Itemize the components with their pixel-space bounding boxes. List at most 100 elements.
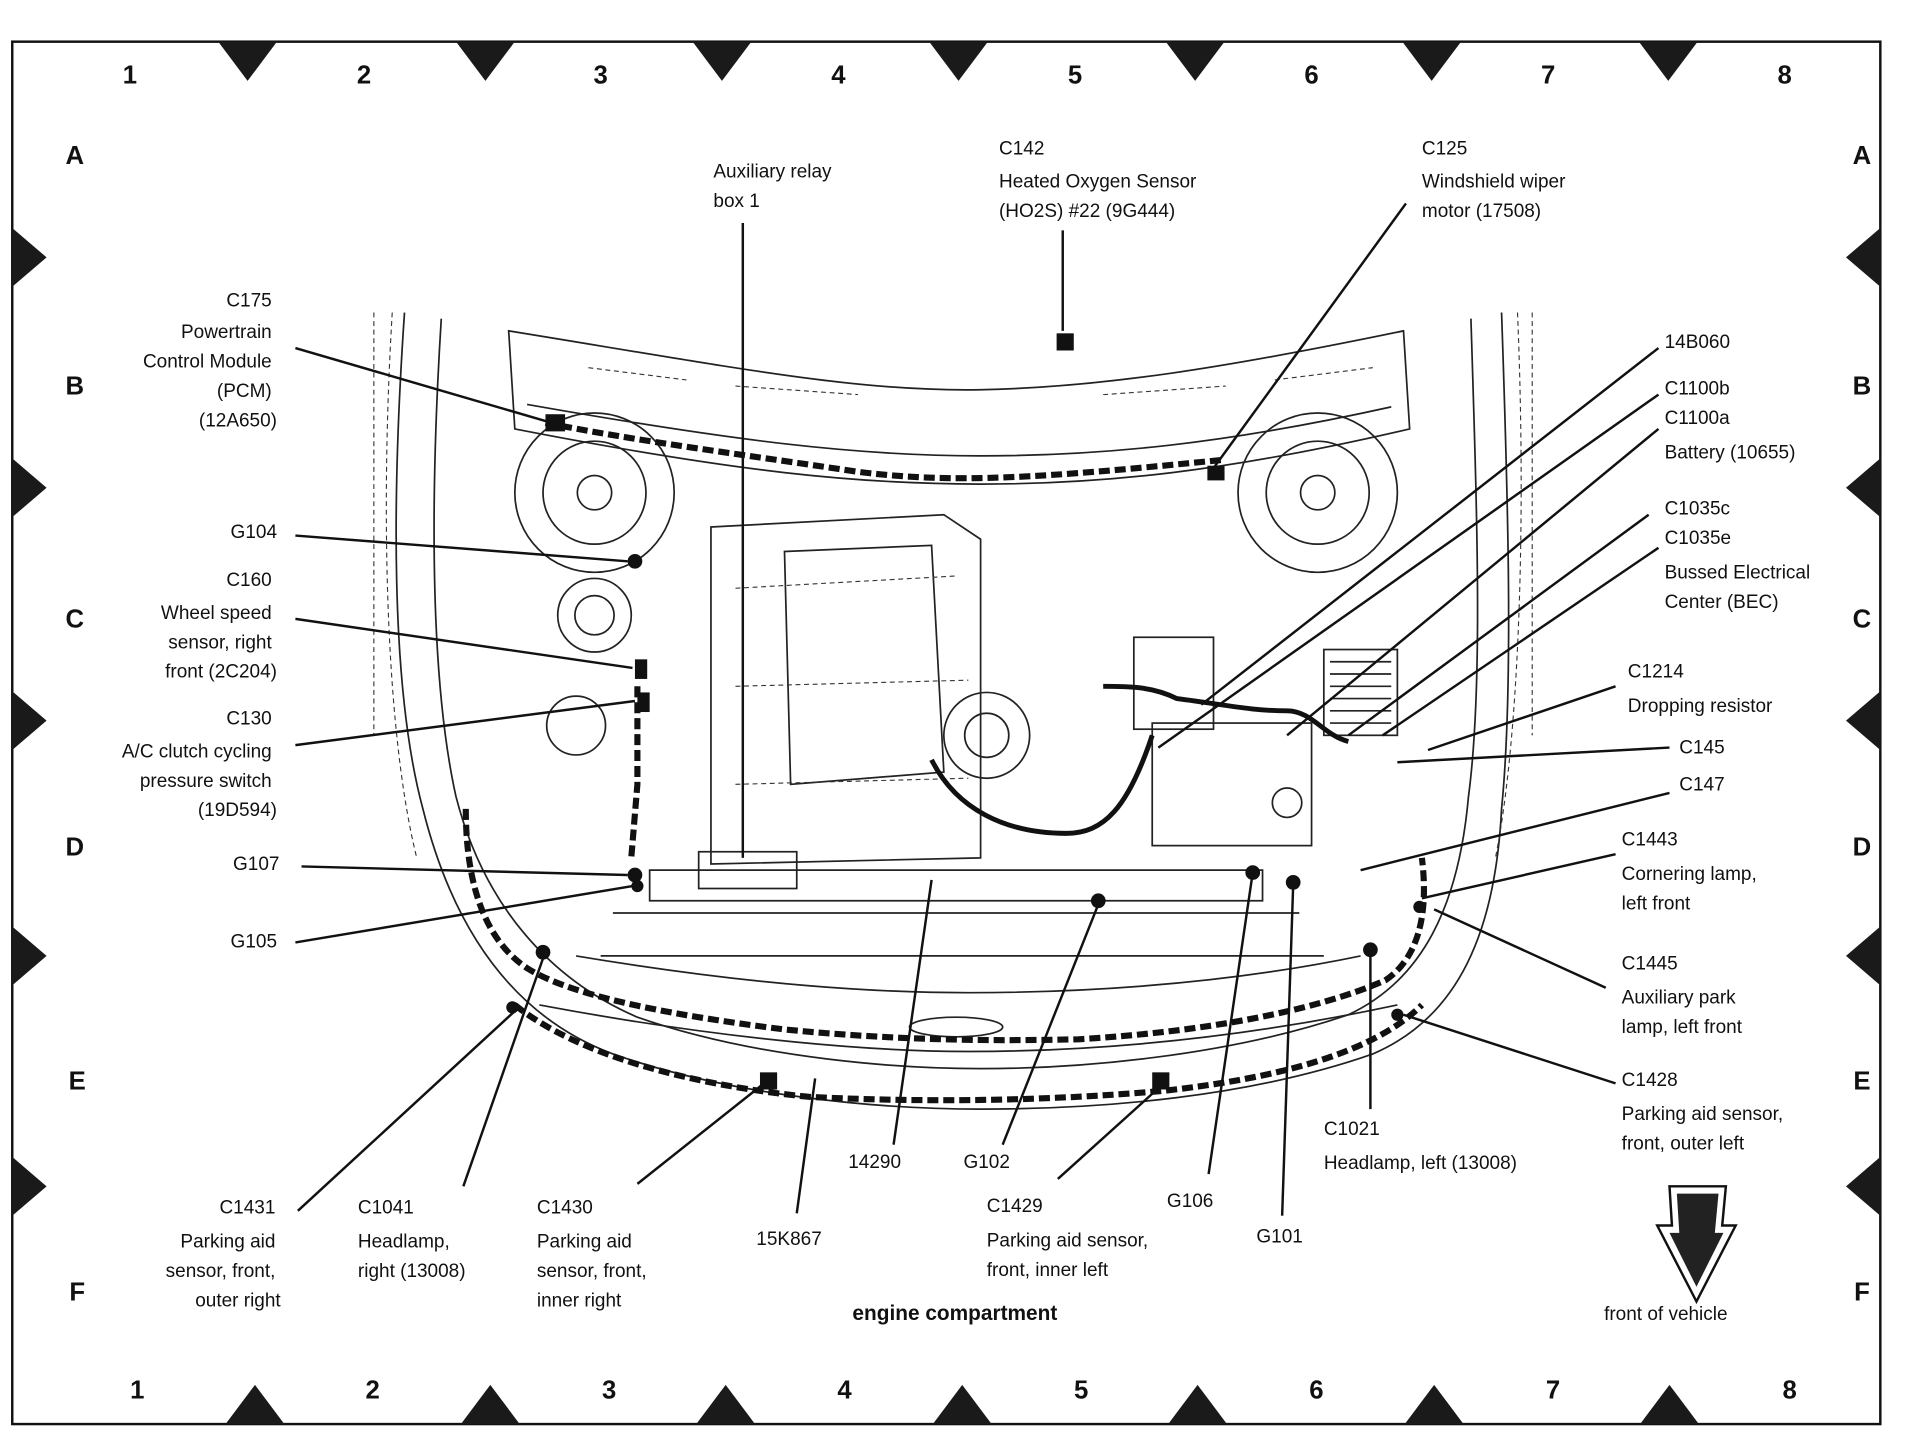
connector-c1041 bbox=[535, 944, 551, 960]
harness-loop-center bbox=[929, 734, 1155, 836]
row-label-left: A bbox=[65, 142, 84, 170]
row-label-right: C bbox=[1853, 605, 1872, 633]
leader-c1429 bbox=[1057, 1087, 1160, 1180]
down-arrow-icon bbox=[1655, 1185, 1738, 1305]
leader-g105 bbox=[295, 884, 633, 944]
column-boundary-marker-bottom bbox=[225, 1384, 285, 1425]
row-boundary-marker-right bbox=[1846, 926, 1881, 986]
column-boundary-marker-bottom bbox=[460, 1384, 520, 1425]
callout-c1430: C1430 Parking aid sensor, front, inner r… bbox=[537, 1197, 652, 1311]
row-boundary-marker-left bbox=[12, 926, 47, 986]
callout-g102: G102 bbox=[963, 1152, 1009, 1173]
fender-guide-right bbox=[1494, 312, 1533, 858]
callout-c1035-bec: C1035c C1035e Bussed Electrical Center (… bbox=[1665, 499, 1816, 613]
col-label-bottom: 1 bbox=[130, 1376, 144, 1404]
leader-c1100b bbox=[1157, 393, 1660, 749]
fender-guide-left bbox=[373, 312, 418, 859]
diagram-frame bbox=[11, 40, 1882, 1426]
col-label-bottom: 5 bbox=[1074, 1376, 1088, 1404]
diagram-title: engine compartment bbox=[852, 1302, 1057, 1325]
row-label-right: D bbox=[1853, 833, 1872, 861]
callout-c147: C147 bbox=[1679, 774, 1724, 795]
leader-c1428 bbox=[1403, 1013, 1616, 1085]
column-boundary-marker-top bbox=[455, 41, 515, 81]
callout-g107: G107 bbox=[233, 854, 279, 875]
callout-c175: C175 Powertrain Control Module (PCM) (12… bbox=[143, 290, 277, 431]
column-boundary-marker-top bbox=[929, 41, 988, 81]
column-boundary-marker-top bbox=[1402, 41, 1462, 81]
row-labels-left: A B C D E F bbox=[65, 142, 85, 1306]
leader-g104 bbox=[295, 534, 628, 563]
strut-tower-right-core bbox=[576, 474, 613, 511]
grille-lower bbox=[539, 1004, 1398, 1053]
grille-upper bbox=[575, 955, 1361, 994]
connector-c160 bbox=[634, 659, 648, 679]
strut-tower-left-core bbox=[1299, 474, 1336, 511]
intake-manifold bbox=[783, 544, 945, 786]
engine-block bbox=[710, 513, 982, 865]
callout-g105: G105 bbox=[231, 931, 277, 952]
cowl-panel-inner bbox=[526, 403, 1392, 457]
row-label-right: B bbox=[1853, 373, 1872, 401]
connector-c1429 bbox=[1152, 1072, 1170, 1090]
engine-compartment-illustration bbox=[373, 312, 1533, 1110]
row-label-left: D bbox=[65, 833, 84, 861]
leader-c145 bbox=[1397, 746, 1670, 764]
row-boundary-marker-left bbox=[12, 458, 47, 518]
column-boundary-marker-top bbox=[1638, 41, 1698, 81]
leader-c1041 bbox=[462, 957, 545, 1187]
strut-tower-right bbox=[513, 412, 676, 574]
cowl-vents bbox=[588, 367, 1373, 396]
connector-c1430 bbox=[759, 1072, 778, 1090]
callout-c125: C125 Windshield wiper motor (17508) bbox=[1422, 138, 1571, 222]
strut-tower-left bbox=[1237, 412, 1399, 574]
col-label-top: 8 bbox=[1778, 61, 1792, 89]
column-boundary-marker-top bbox=[1165, 41, 1225, 81]
column-markers bbox=[218, 41, 1699, 1425]
row-boundary-marker-left bbox=[12, 227, 47, 287]
leader-15k867 bbox=[795, 1078, 817, 1214]
row-label-left: F bbox=[69, 1278, 85, 1306]
callout-g101: G101 bbox=[1256, 1227, 1302, 1248]
col-label-top: 3 bbox=[593, 61, 607, 89]
grille-emblem bbox=[908, 1016, 1004, 1038]
col-label-bottom: 7 bbox=[1546, 1376, 1560, 1404]
row-boundary-marker-right bbox=[1846, 458, 1881, 518]
connector-c1428 bbox=[1391, 1008, 1404, 1021]
connector-c1021 bbox=[1363, 942, 1378, 958]
callout-c1021: C1021 Headlamp, left (13008) bbox=[1324, 1119, 1517, 1174]
col-label-bottom: 3 bbox=[602, 1376, 616, 1404]
row-boundary-marker-left bbox=[12, 691, 47, 751]
connector-c1431 bbox=[506, 1001, 519, 1014]
leader-c130 bbox=[295, 699, 636, 747]
callout-c1431: C1431 Parking aid sensor, front, outer r… bbox=[166, 1197, 282, 1311]
leader-c1214 bbox=[1427, 685, 1616, 752]
connector-c130 bbox=[637, 692, 650, 713]
radiator-support bbox=[648, 869, 1264, 902]
wiring-harness-main bbox=[544, 419, 1227, 482]
col-label-bottom: 4 bbox=[837, 1376, 852, 1404]
callout-c1214: C1214 Dropping resistor bbox=[1628, 662, 1773, 717]
callout-c1443: C1443 Cornering lamp, left front bbox=[1622, 830, 1762, 915]
callout-g104: G104 bbox=[231, 522, 277, 543]
row-boundary-marker-left bbox=[12, 1156, 47, 1216]
callout-14290: 14290 bbox=[848, 1152, 901, 1173]
column-boundary-marker-bottom bbox=[1168, 1384, 1227, 1425]
ground-g102 bbox=[1090, 893, 1106, 909]
connector-c1445 bbox=[1413, 900, 1426, 914]
connector-c142 bbox=[1056, 333, 1074, 351]
leader-lines bbox=[295, 202, 1670, 1216]
leader-g106 bbox=[1207, 872, 1254, 1175]
leader-c1431 bbox=[297, 1010, 516, 1212]
col-label-top: 7 bbox=[1541, 61, 1555, 89]
callout-labels: Auxiliary relay box 1 C142 Heated Oxygen… bbox=[122, 138, 1816, 1311]
column-boundary-marker-bottom bbox=[1640, 1384, 1699, 1425]
throttle-body bbox=[942, 691, 1031, 780]
row-boundary-marker-right bbox=[1846, 691, 1881, 751]
column-boundary-marker-bottom bbox=[696, 1384, 756, 1425]
row-boundary-marker-right bbox=[1846, 227, 1881, 287]
column-labels-bottom: 1 2 3 4 5 6 7 8 bbox=[130, 1376, 1797, 1404]
leader-c160 bbox=[295, 617, 633, 670]
column-labels-top: 1 2 3 4 5 6 7 8 bbox=[123, 61, 1792, 89]
